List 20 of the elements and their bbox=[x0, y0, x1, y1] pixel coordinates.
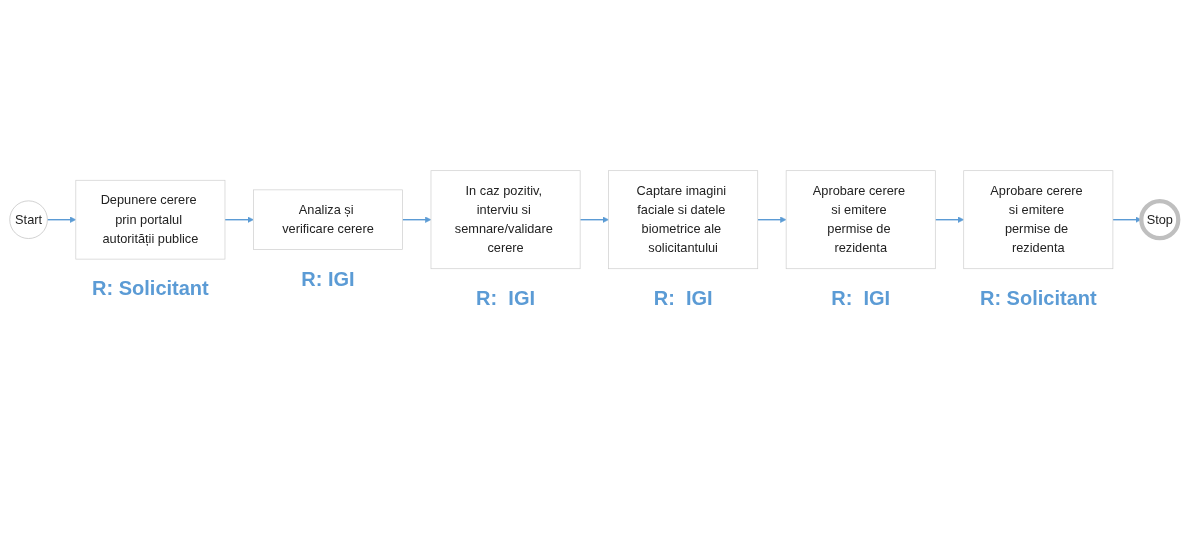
node-box: Depunere cerere prin portalul autorității publice bbox=[75, 180, 226, 260]
node-box: Captare imagini faciale si datele biometrice ale solicitantului bbox=[608, 170, 759, 270]
node-box: Aprobare cerere si emitere permise de rezidenta bbox=[785, 170, 936, 270]
node-circle: Start bbox=[9, 200, 48, 240]
node-box: In caz pozitiv, interviu si semnare/validare cerere bbox=[430, 170, 581, 270]
arrow bbox=[224, 216, 254, 224]
role-label: R: IGI bbox=[653, 287, 713, 310]
arrow bbox=[46, 216, 77, 224]
role-label: R: IGI bbox=[476, 287, 535, 310]
arrow bbox=[757, 216, 787, 224]
node-box: Aprobare cerere si emitere permise de rezidenta bbox=[963, 170, 1114, 270]
role-label: R: Solicitant bbox=[979, 287, 1097, 310]
arrow bbox=[579, 216, 609, 224]
arrow bbox=[401, 216, 432, 224]
role-label: R: IGI bbox=[301, 267, 355, 291]
node-box: Analiza și verificare cerere bbox=[253, 189, 403, 251]
node-circle: Stop bbox=[1139, 199, 1181, 241]
arrow bbox=[934, 216, 964, 224]
role-label: R: Solicitant bbox=[92, 277, 209, 301]
role-label: R: IGI bbox=[831, 287, 891, 310]
